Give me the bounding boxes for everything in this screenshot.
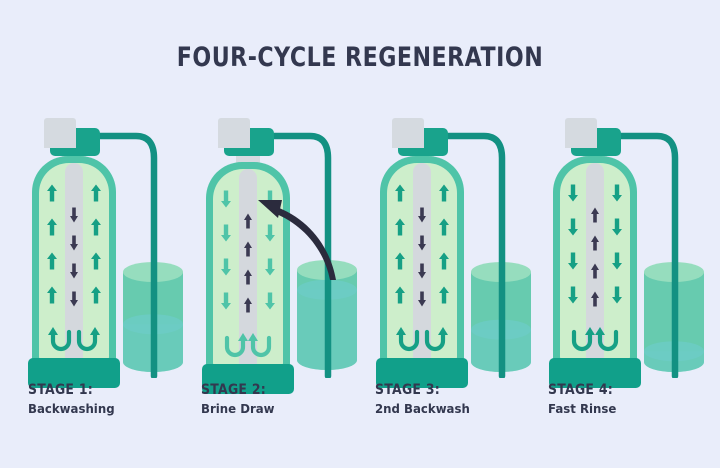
riser-tube: [586, 163, 604, 361]
riser-tube: [413, 163, 431, 361]
stage-description-2: Brine Draw: [201, 401, 275, 416]
brine-tube-1: [84, 128, 194, 378]
page-title: FOUR-CYCLE REGENERATION: [176, 42, 544, 73]
brine-tube-2: [258, 128, 368, 378]
valve-cap-icon: [44, 118, 76, 148]
valve-head-3: [392, 118, 448, 156]
stage-label-4: STAGE 4: Fast Rinse: [548, 382, 718, 416]
tank-shell: [206, 162, 290, 372]
valve-head-1: [44, 118, 100, 156]
valve-head-2: [218, 118, 274, 156]
stage-name-1: STAGE 1:: [28, 382, 93, 398]
stage-label-3: STAGE 3: 2nd Backwash: [375, 382, 545, 416]
stage-description-1: Backwashing: [28, 401, 115, 416]
tank-shell: [32, 156, 116, 366]
stage-name-4: STAGE 4:: [548, 382, 613, 398]
tank-base: [549, 358, 641, 388]
riser-tube: [65, 163, 83, 361]
flow-arrows-1: [47, 184, 101, 352]
stage-label-2: STAGE 2: Brine Draw: [201, 382, 371, 416]
tank-interior: [39, 163, 109, 361]
valve-cap-icon: [218, 118, 250, 148]
resin-tank-1: [28, 148, 120, 388]
riser-tube: [239, 169, 257, 367]
stage-panel-4: [535, 110, 710, 430]
tank-interior: [213, 169, 283, 367]
resin-tank-3: [376, 148, 468, 388]
resin-tank-4: [549, 148, 641, 388]
valve-cap-icon: [392, 118, 424, 148]
tank-base: [202, 364, 294, 394]
tank-interior: [387, 163, 457, 361]
flow-arrows-3: [395, 184, 449, 352]
stage-description-4: Fast Rinse: [548, 401, 617, 416]
stage-panel-1: [14, 110, 189, 430]
flow-arrows-4: [568, 184, 622, 352]
stage-name-2: STAGE 2:: [201, 382, 266, 398]
valve-head-4: [565, 118, 621, 156]
brine-tube-4: [605, 128, 715, 378]
tank-base: [28, 358, 120, 388]
tank-base: [376, 358, 468, 388]
flow-arrows-2: [221, 190, 275, 358]
brine-tube-3: [432, 128, 542, 378]
tank-interior: [560, 163, 630, 361]
stage-description-3: 2nd Backwash: [375, 401, 470, 416]
valve-cap-icon: [565, 118, 597, 148]
stage-name-3: STAGE 3:: [375, 382, 440, 398]
tank-shell: [553, 156, 637, 366]
stage-panel-3: [362, 110, 537, 430]
resin-tank-2: [202, 154, 294, 394]
stage-label-1: STAGE 1: Backwashing: [28, 382, 198, 416]
tank-shell: [380, 156, 464, 366]
